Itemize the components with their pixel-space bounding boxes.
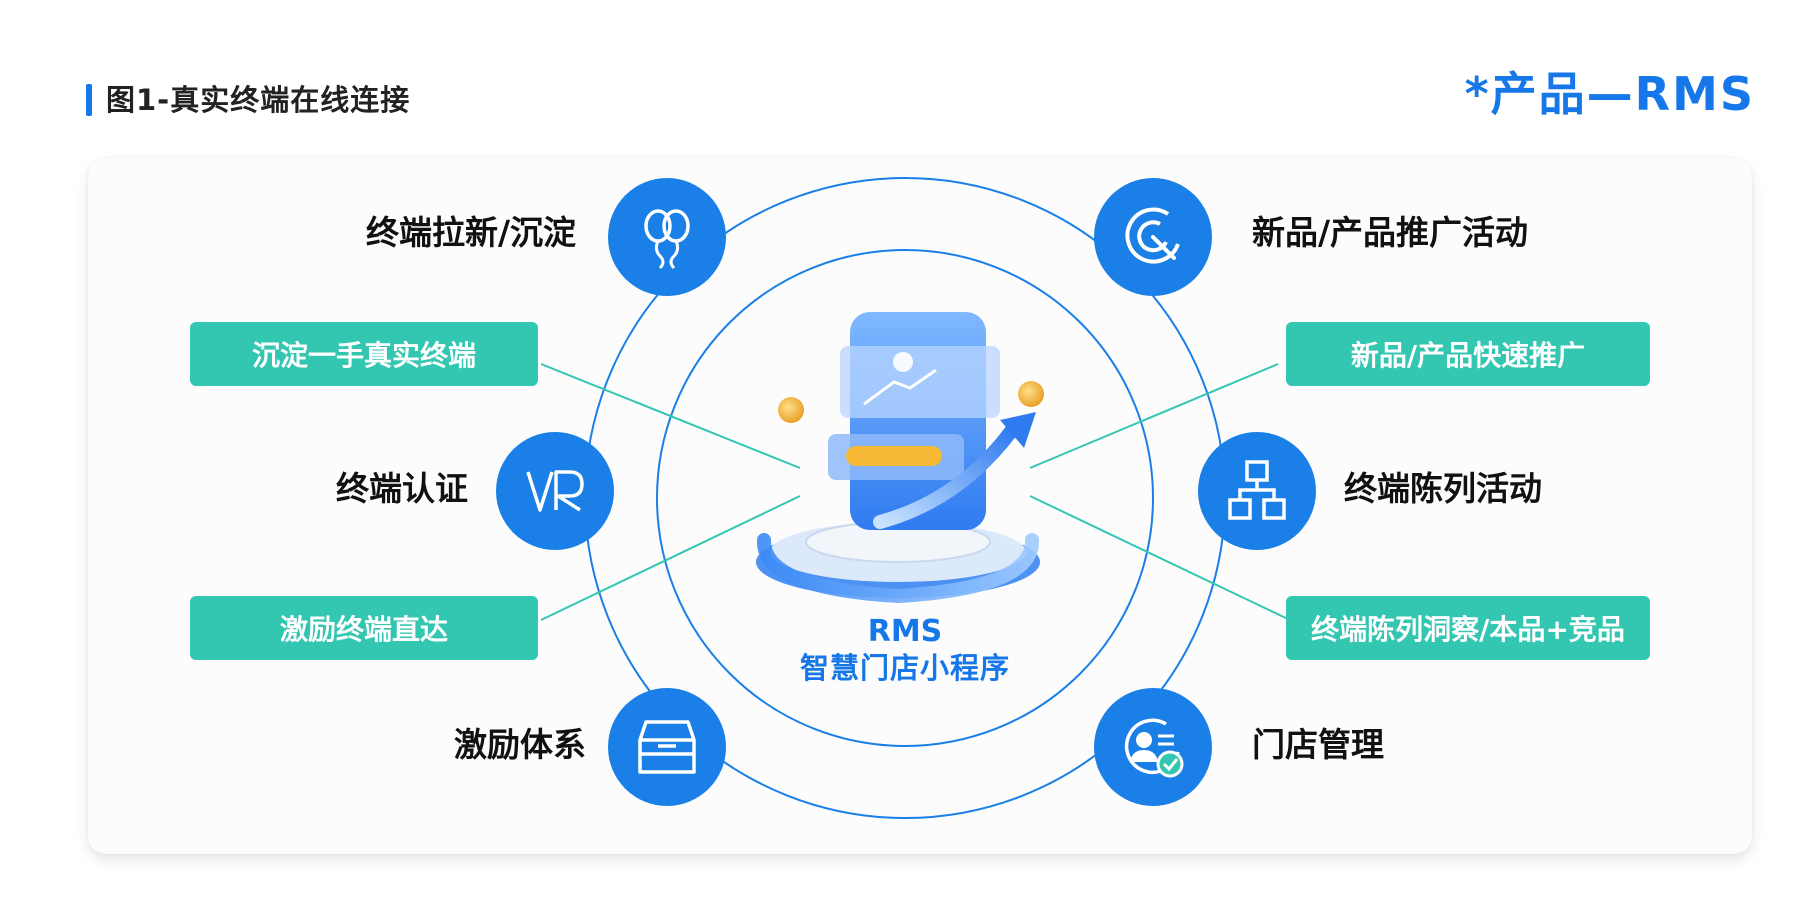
pill-fast-promotion: 新品/产品快速推广 bbox=[1286, 322, 1650, 386]
label-incentive-system: 激励体系 bbox=[400, 722, 586, 768]
title-accent-bar bbox=[86, 84, 92, 116]
page-title: 图1-真实终端在线连接 bbox=[106, 80, 410, 120]
node-store-management bbox=[1094, 688, 1212, 806]
vr-icon bbox=[518, 454, 592, 528]
label-new-product-promotion: 新品/产品推广活动 bbox=[1252, 210, 1528, 256]
box-icon bbox=[630, 710, 704, 784]
label-terminal-certification: 终端认证 bbox=[300, 466, 468, 512]
balloons-icon bbox=[630, 200, 704, 274]
pill-first-hand-terminals: 沉淀一手真实终端 bbox=[190, 322, 538, 386]
hierarchy-icon bbox=[1220, 454, 1294, 528]
target-icon bbox=[1116, 200, 1190, 274]
user-card-icon bbox=[1116, 710, 1190, 784]
product-tag: *产品—RMS bbox=[1465, 64, 1755, 124]
pill-display-insight: 终端陈列洞察/本品+竞品 bbox=[1286, 596, 1650, 660]
center-subtitle: 智慧门店小程序 bbox=[760, 650, 1050, 686]
node-terminal-display bbox=[1198, 432, 1316, 550]
label-terminal-display: 终端陈列活动 bbox=[1344, 466, 1542, 512]
pill-incentive-direct: 激励终端直达 bbox=[190, 596, 538, 660]
node-incentive-system bbox=[608, 688, 726, 806]
node-terminal-certification bbox=[496, 432, 614, 550]
center-title: RMS bbox=[760, 614, 1050, 650]
node-new-product-promotion bbox=[1094, 178, 1212, 296]
node-terminal-acquisition bbox=[608, 178, 726, 296]
label-store-management: 门店管理 bbox=[1252, 722, 1384, 768]
label-terminal-acquisition: 终端拉新/沉淀 bbox=[330, 210, 576, 256]
